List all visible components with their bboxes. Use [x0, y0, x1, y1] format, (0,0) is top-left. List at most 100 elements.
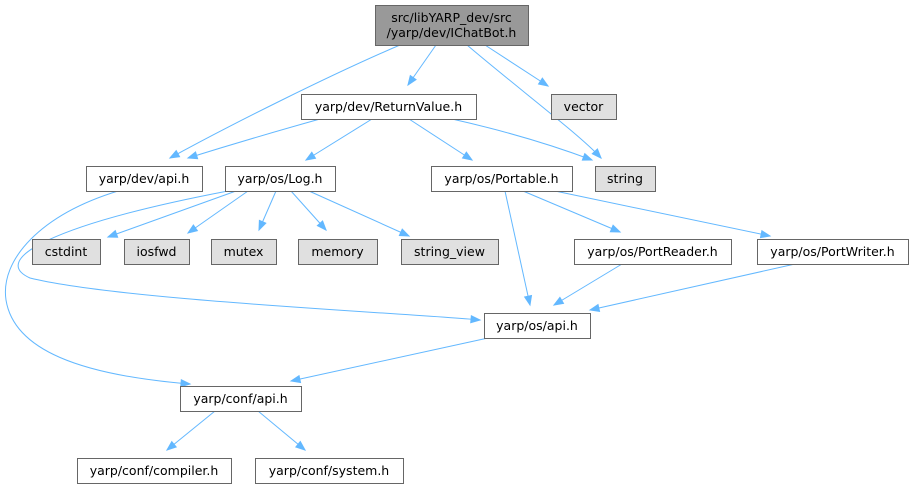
- edge-log-to-mutex: [258, 190, 277, 232]
- edge-port-writer-to-os-api: [588, 263, 796, 313]
- node-label: yarp/conf/compiler.h: [90, 463, 219, 478]
- node-conf-system[interactable]: yarp/conf/system.h: [255, 458, 404, 484]
- arrowhead: [407, 74, 417, 87]
- edges-layer: [4, 44, 796, 451]
- arrowhead: [258, 219, 267, 232]
- node-box: [211, 239, 277, 265]
- node-cstdint: cstdint: [32, 239, 101, 265]
- arrowhead: [552, 296, 565, 306]
- node-box: [551, 94, 617, 120]
- arrowhead: [165, 440, 178, 451]
- node-label: mutex: [224, 244, 264, 259]
- node-log[interactable]: yarp/os/Log.h: [225, 166, 336, 192]
- node-box: [484, 313, 591, 339]
- arrowhead: [106, 229, 119, 238]
- node-box: [180, 386, 302, 412]
- node-label: yarp/os/PortReader.h: [587, 244, 717, 259]
- node-label: src/libYARP_dev/src: [391, 10, 512, 25]
- node-box: [375, 5, 529, 46]
- node-portable[interactable]: yarp/os/Portable.h: [431, 166, 573, 192]
- nodes-layer: src/libYARP_dev/src/yarp/dev/IChatBot.hy…: [32, 5, 909, 484]
- node-port-reader[interactable]: yarp/os/PortReader.h: [574, 239, 732, 265]
- arrowhead: [759, 229, 772, 239]
- node-label: cstdint: [45, 244, 88, 259]
- arrowhead: [537, 77, 550, 87]
- node-conf-compiler[interactable]: yarp/conf/compiler.h: [77, 458, 232, 484]
- edge-os-api-to-conf-api: [289, 337, 489, 384]
- node-label: yarp/os/PortWriter.h: [770, 244, 894, 259]
- node-box: [225, 166, 336, 192]
- node-iosfwd: iosfwd: [124, 239, 190, 265]
- node-box: [77, 458, 232, 484]
- node-vector: vector: [551, 94, 617, 120]
- edge-root-to-dev-api: [168, 44, 401, 159]
- arrowhead: [523, 294, 533, 307]
- node-box: [595, 166, 656, 192]
- node-label: memory: [311, 244, 364, 259]
- arrowhead: [304, 151, 317, 161]
- edge-return-value-to-log: [304, 118, 373, 161]
- node-label: vector: [564, 99, 605, 114]
- node-label: yarp/os/Portable.h: [444, 171, 558, 186]
- node-conf-api[interactable]: yarp/conf/api.h: [180, 386, 302, 412]
- arrowhead: [609, 224, 622, 233]
- arrowhead: [186, 224, 199, 234]
- edge-log-to-iosfwd: [186, 190, 249, 234]
- node-label: yarp/conf/system.h: [269, 463, 389, 478]
- edge-portable-to-os-api: [504, 190, 533, 307]
- arrowhead: [168, 149, 181, 159]
- node-label: string_view: [414, 244, 485, 259]
- arrowhead: [316, 220, 327, 232]
- edge-root-to-vector: [484, 44, 550, 87]
- arrowhead: [186, 151, 199, 160]
- node-label: yarp/os/Log.h: [238, 171, 323, 186]
- node-os-api[interactable]: yarp/os/api.h: [484, 313, 591, 339]
- edge-return-value-to-dev-api: [186, 118, 321, 160]
- arrowhead: [398, 228, 411, 237]
- node-box: [301, 94, 477, 120]
- arrowhead: [591, 148, 602, 160]
- node-label: yarp/os/api.h: [496, 318, 578, 333]
- edge-log-to-memory: [290, 190, 327, 232]
- node-string: string: [595, 166, 656, 192]
- node-port-writer[interactable]: yarp/os/PortWriter.h: [757, 239, 909, 265]
- node-box: [86, 166, 203, 192]
- edge-conf-api-to-conf-compiler: [165, 410, 216, 451]
- edge-log-to-string-view: [308, 190, 411, 237]
- edge-return-value-to-string: [451, 118, 594, 161]
- edge-dev-api-to-conf-api: [4, 190, 192, 388]
- node-box: [574, 239, 732, 265]
- edge-root-to-string: [466, 44, 602, 160]
- node-box: [298, 239, 378, 265]
- node-memory: memory: [298, 239, 378, 265]
- node-label: iosfwd: [137, 244, 177, 259]
- node-label: yarp/dev/api.h: [99, 171, 190, 186]
- arrowhead: [289, 374, 302, 384]
- node-label: yarp/dev/ReturnValue.h: [315, 99, 462, 114]
- edge-port-reader-to-os-api: [552, 263, 623, 306]
- arrowhead: [470, 314, 482, 324]
- node-box: [255, 458, 404, 484]
- node-box: [431, 166, 573, 192]
- edge-log-to-cstdint: [106, 190, 237, 238]
- node-label: string: [607, 171, 643, 186]
- node-string-view: string_view: [401, 239, 499, 265]
- node-mutex: mutex: [211, 239, 277, 265]
- node-box: [757, 239, 909, 265]
- node-label: /yarp/dev/IChatBot.h: [387, 25, 517, 40]
- node-dev-api[interactable]: yarp/dev/api.h: [86, 166, 203, 192]
- node-root: src/libYARP_dev/src/yarp/dev/IChatBot.h: [375, 5, 529, 46]
- arrowhead: [294, 440, 307, 451]
- edge-return-value-to-portable: [408, 118, 474, 161]
- node-return-value[interactable]: yarp/dev/ReturnValue.h: [301, 94, 477, 120]
- arrowhead: [581, 152, 594, 161]
- edge-log-to-os-api: [17, 190, 482, 324]
- arrowhead: [461, 151, 474, 161]
- edge-portable-to-port-reader: [522, 190, 622, 233]
- node-label: yarp/conf/api.h: [193, 391, 287, 406]
- edge-conf-api-to-conf-system: [257, 410, 307, 451]
- node-box: [124, 239, 190, 265]
- node-box: [401, 239, 499, 265]
- edge-portable-to-port-writer: [554, 190, 772, 239]
